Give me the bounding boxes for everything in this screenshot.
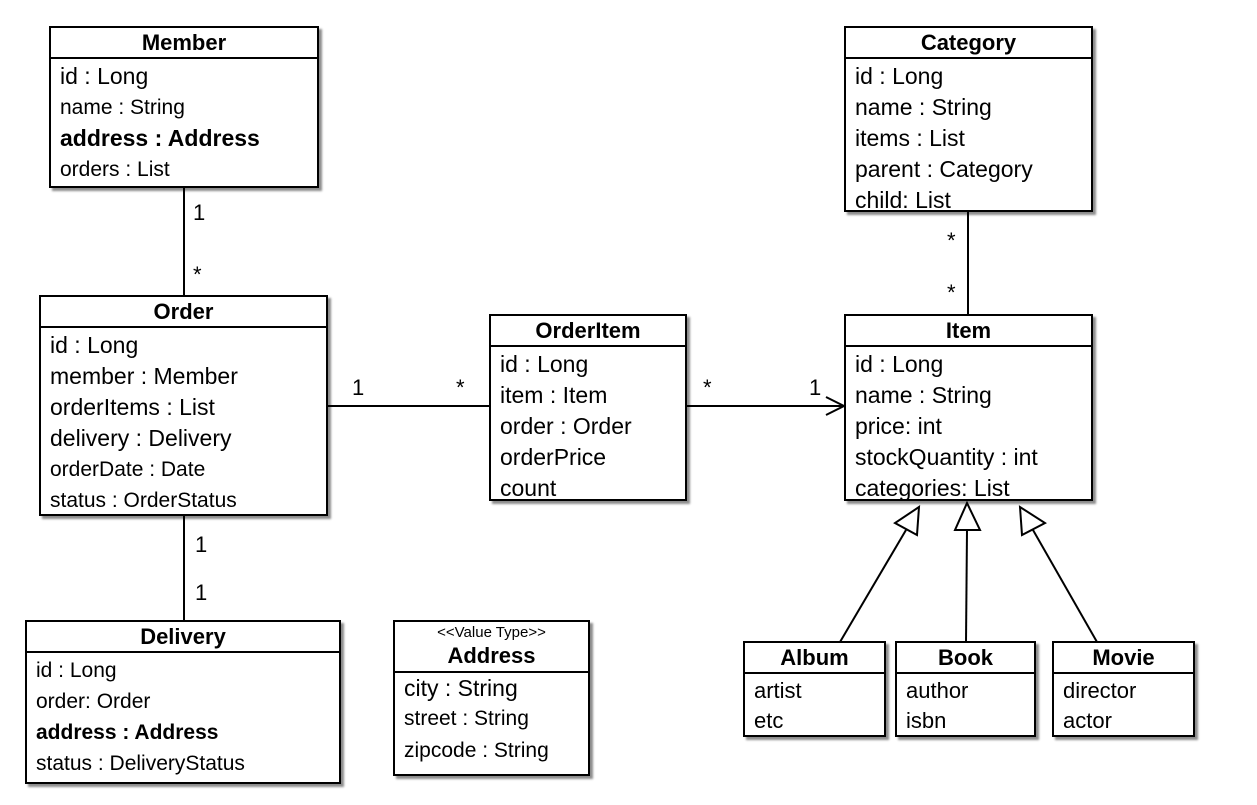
attribute: orderItems : List bbox=[50, 394, 215, 420]
multiplicity-item-end: * bbox=[947, 280, 956, 305]
attribute: isbn bbox=[906, 708, 947, 733]
attribute: artist bbox=[754, 678, 802, 703]
attribute: orders : List bbox=[60, 158, 170, 181]
class-title: Order bbox=[41, 297, 326, 328]
attribute: order: Order bbox=[36, 690, 151, 713]
attribute: order : Order bbox=[500, 413, 632, 439]
class-title: Category bbox=[846, 28, 1091, 59]
class-orderitem: OrderItem id : Long item : Item order : … bbox=[489, 314, 687, 501]
multiplicity-order-end: * bbox=[193, 262, 202, 287]
class-item: Item id : Long name : String price: int … bbox=[844, 314, 1093, 501]
attribute: etc bbox=[754, 708, 784, 733]
class-title: Member bbox=[51, 28, 317, 59]
attribute: id : Long bbox=[500, 351, 589, 377]
album-generalization-line bbox=[839, 529, 907, 643]
attribute: categories: List bbox=[855, 475, 1010, 501]
class-title: OrderItem bbox=[491, 316, 685, 347]
attribute: address : Address bbox=[36, 721, 219, 744]
album-generalization-arrowhead bbox=[893, 505, 921, 537]
multiplicity-orderitem-end: * bbox=[456, 375, 465, 400]
class-category: Category id : Long name : String items :… bbox=[844, 26, 1093, 213]
attribute: id : Long bbox=[855, 63, 944, 89]
class-title: Item bbox=[846, 316, 1091, 347]
class-title: Delivery bbox=[27, 622, 339, 653]
book-generalization-line bbox=[965, 529, 968, 643]
class-book: Book author isbn bbox=[895, 641, 1036, 737]
class-title: Book bbox=[897, 643, 1034, 674]
attribute: stockQuantity : int bbox=[855, 444, 1038, 470]
class-movie: Movie director actor bbox=[1052, 641, 1195, 737]
attribute: count bbox=[500, 475, 557, 501]
movie-generalization-arrowhead bbox=[1018, 505, 1047, 537]
class-album: Album artist etc bbox=[743, 641, 886, 737]
book-generalization-arrowhead bbox=[953, 500, 982, 531]
stereotype-label: <<Value Type>> bbox=[437, 624, 546, 641]
class-title: Album bbox=[745, 643, 884, 674]
attribute: member : Member bbox=[50, 363, 238, 389]
attribute: status : OrderStatus bbox=[50, 489, 237, 512]
attribute: id : Long bbox=[855, 351, 944, 377]
multiplicity-member-end: 1 bbox=[193, 200, 206, 225]
multiplicity-item-end: 1 bbox=[809, 375, 822, 400]
attribute: id : Long bbox=[36, 659, 117, 682]
attribute: status : DeliveryStatus bbox=[36, 752, 245, 775]
attribute: author bbox=[906, 678, 969, 703]
multiplicity-orderitem-end: * bbox=[703, 375, 712, 400]
movie-generalization-line bbox=[1032, 529, 1098, 643]
attribute: street : String bbox=[404, 707, 529, 730]
class-member: Member id : Long name : String address :… bbox=[49, 26, 319, 188]
attribute: name : String bbox=[855, 94, 992, 120]
class-title: Address bbox=[447, 643, 536, 668]
attribute: orderPrice bbox=[500, 444, 607, 470]
class-order: Order id : Long member : Member orderIte… bbox=[39, 295, 328, 516]
attribute: id : Long bbox=[60, 63, 149, 89]
attribute: item : Item bbox=[500, 382, 608, 408]
class-title: Movie bbox=[1054, 643, 1193, 674]
class-delivery: Delivery id : Long order: Order address … bbox=[25, 620, 341, 784]
class-address: <<Value Type>> Address city : String str… bbox=[393, 620, 590, 776]
attribute: address : Address bbox=[60, 125, 260, 151]
attribute: id : Long bbox=[50, 332, 139, 358]
multiplicity-delivery-end: 1 bbox=[195, 580, 208, 605]
attribute: actor bbox=[1063, 708, 1112, 733]
attribute: name : String bbox=[855, 382, 992, 408]
attribute: child: List bbox=[855, 187, 951, 213]
attribute: zipcode : String bbox=[404, 739, 549, 762]
attribute: parent : Category bbox=[855, 156, 1033, 182]
attribute: items : List bbox=[855, 125, 965, 151]
attribute: orderDate : Date bbox=[50, 458, 206, 481]
attribute: director bbox=[1063, 678, 1137, 703]
attribute: price: int bbox=[855, 413, 942, 439]
attribute: name : String bbox=[60, 96, 185, 119]
multiplicity-category-end: * bbox=[947, 228, 956, 253]
attribute: delivery : Delivery bbox=[50, 425, 232, 451]
multiplicity-order-end: 1 bbox=[352, 375, 365, 400]
attribute: city : String bbox=[404, 675, 518, 701]
multiplicity-order-end: 1 bbox=[195, 532, 208, 557]
